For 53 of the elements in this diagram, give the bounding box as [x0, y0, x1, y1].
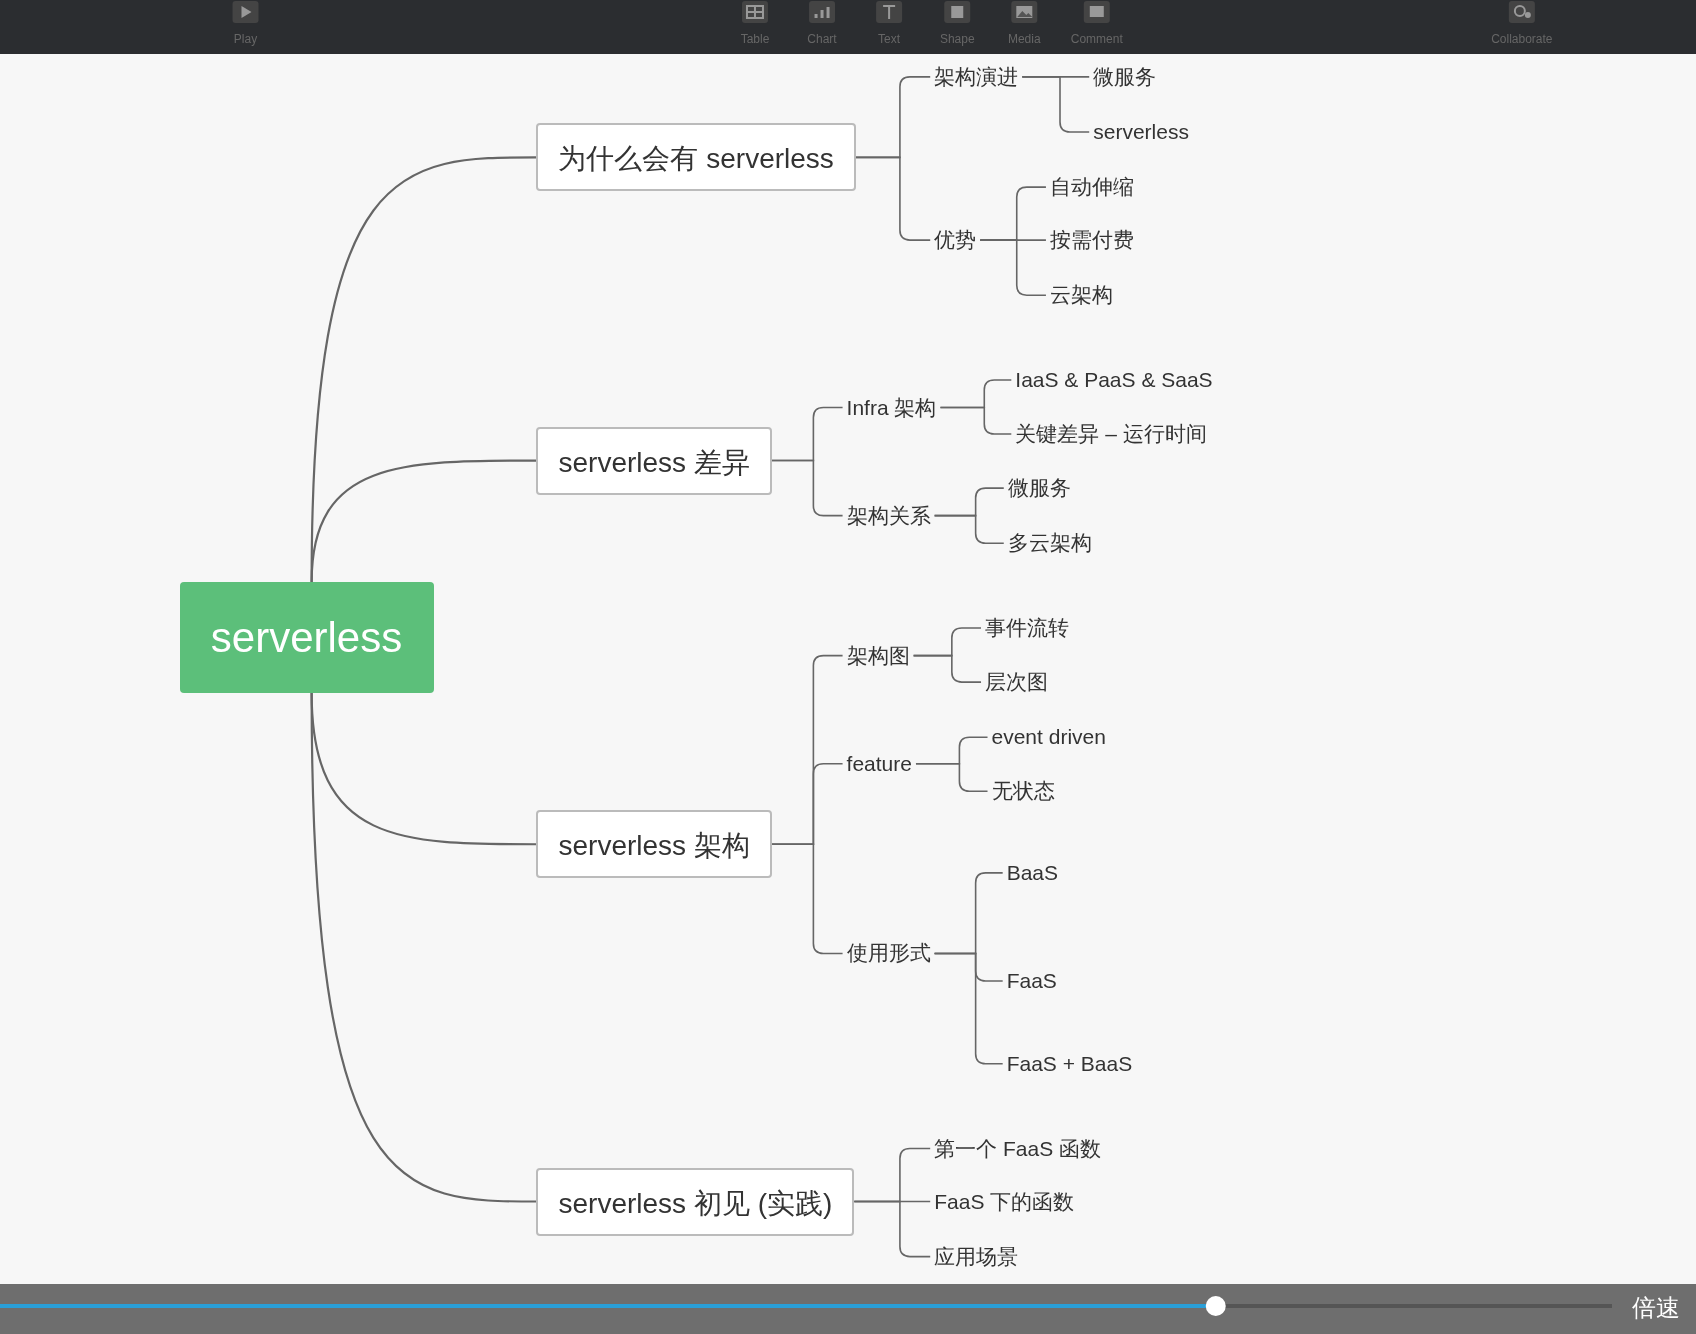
- subtopic-label: 微服务: [1089, 60, 1161, 93]
- subtopic-label: 多云架构: [1003, 527, 1096, 560]
- topic-box: serverless 架构: [536, 810, 772, 879]
- topic-box: serverless 初见 (实践): [536, 1167, 855, 1236]
- subtopic-label: 事件流转: [981, 612, 1074, 645]
- subtopic-label: FaaS + BaaS: [1002, 1049, 1137, 1078]
- subtopic-label: 架构图: [842, 639, 914, 672]
- branch-line: [915, 762, 989, 793]
- subtopic-label: 架构演进: [930, 60, 1023, 93]
- branch-line: [1021, 76, 1090, 133]
- toolbar-label: Collaborate: [1491, 32, 1553, 46]
- subtopic-label: 云架构: [1045, 279, 1117, 312]
- root-topic-box: serverless: [179, 582, 434, 694]
- subtopic-label: Infra 架构: [842, 391, 941, 424]
- subtopic-label: BaaS: [1002, 858, 1063, 887]
- subtopic-label: 架构关系: [842, 499, 935, 532]
- branch-line: [933, 952, 1004, 1065]
- subtopic-label: event driven: [987, 723, 1110, 752]
- toolbar-label: Text: [878, 32, 901, 46]
- speed-label: 倍速: [1632, 1293, 1680, 1323]
- toolbar-label: Shape: [939, 32, 975, 46]
- topic-box: serverless 差异: [536, 426, 772, 495]
- subtopic-label: 微服务: [1003, 472, 1075, 505]
- branch-line: [979, 239, 1047, 296]
- subtopic-label: 应用场景: [930, 1240, 1023, 1273]
- branch-line: [912, 654, 982, 683]
- toolbar-label: Table: [740, 32, 770, 46]
- branch-line: [310, 693, 537, 1203]
- branch-line: [771, 459, 844, 517]
- toolbar-label: Chart: [807, 32, 837, 46]
- subtopic-label: IaaS & PaaS & SaaS: [1011, 366, 1217, 394]
- topic-box: 为什么会有 serverless: [536, 123, 856, 192]
- subtopic-label: 第一个 FaaS 函数: [930, 1132, 1106, 1165]
- branch-line: [853, 1200, 931, 1258]
- toolbar-label: Play: [233, 32, 258, 46]
- branch-line: [855, 156, 931, 241]
- subtopic-label: 层次图: [981, 666, 1053, 699]
- branch-line: [310, 459, 537, 583]
- subtopic-label: 按需付费: [1045, 224, 1138, 257]
- toolbar-label: Media: [1007, 32, 1041, 46]
- subtopic-label: 无状态: [987, 775, 1059, 808]
- subtopic-label: FaaS: [1002, 967, 1061, 995]
- subtopic-label: 优势: [930, 224, 981, 257]
- subtopic-label: 关键差异 – 运行时间: [1011, 418, 1211, 451]
- branch-line: [771, 843, 844, 955]
- subtopic-label: 使用形式: [842, 937, 935, 970]
- branch-line: [933, 514, 1005, 545]
- subtopic-label: serverless: [1089, 117, 1193, 146]
- subtopic-label: FaaS 下的函数: [930, 1185, 1079, 1218]
- subtopic-label: 自动伸缩: [1045, 171, 1138, 204]
- branch-line: [939, 406, 1013, 435]
- toolbar-label: Comment: [1070, 32, 1123, 46]
- subtopic-label: feature: [842, 749, 916, 778]
